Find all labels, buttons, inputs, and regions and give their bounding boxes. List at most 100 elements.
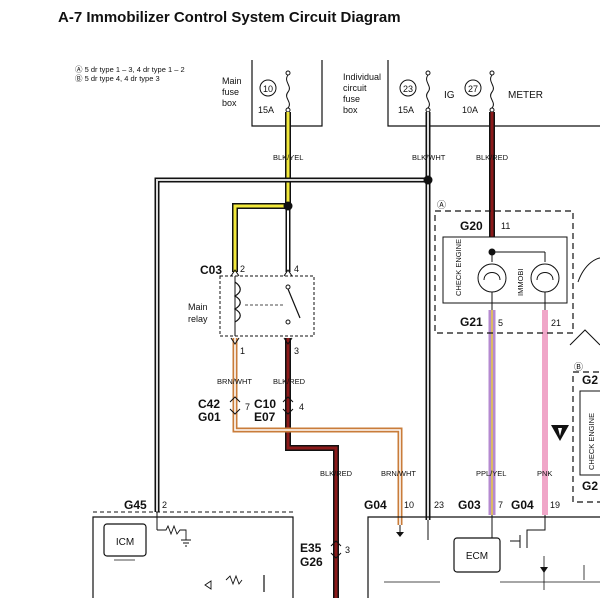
individual-fuse-box-label-2: circuit (343, 83, 367, 93)
relay-switch-icon (287, 288, 301, 319)
wire-yellow-branch (232, 203, 288, 272)
main-relay (219, 275, 315, 337)
wire-blk-red-relay (285, 338, 339, 598)
wire-label-blk-yel: BLK/YEL (273, 153, 303, 162)
connector-g20: G20 (460, 219, 483, 233)
connector-e35: E35 (300, 541, 322, 555)
resistor-icon (225, 574, 243, 586)
connector-g2-bottom: G2 (582, 479, 598, 493)
check-engine-label-right: CHECK ENGINE (587, 413, 596, 470)
warning-triangle-mark (558, 428, 562, 436)
main-fuse-box-label-3: box (222, 98, 237, 108)
pin-23: 23 (434, 500, 444, 510)
individual-fuse-box-label-3: fuse (343, 94, 360, 104)
icm-label: ICM (116, 537, 134, 548)
connector-g01: G01 (198, 410, 221, 424)
transistor-icon (526, 515, 546, 548)
g20-pin: 11 (501, 221, 510, 231)
connector-g2-top: G2 (582, 373, 598, 387)
fuse-terminal-icon (489, 70, 495, 76)
fuse-23-name: IG (444, 90, 455, 101)
wire-label-blk-wht: BLK/WHT (412, 153, 446, 162)
g04-left-pin: 10 (404, 500, 414, 510)
ecm-module (367, 515, 600, 598)
wire-blk-wht-bus (154, 177, 430, 512)
diode-icon (396, 532, 404, 537)
main-fuse-rating: 15A (258, 105, 274, 115)
g03-pin: 7 (498, 500, 503, 510)
connector-arrow-icon (283, 269, 293, 277)
connector-c42: C42 (198, 397, 220, 411)
fuse-icon (426, 74, 430, 109)
fuse-23-number: 23 (403, 84, 413, 94)
wire-brn-wht (232, 338, 403, 525)
g21-pin-left: 5 (498, 318, 503, 328)
wire-label-brn-wht: BRN/WHT (217, 377, 252, 386)
main-fuse-box: Main fuse box 10 15A (222, 60, 323, 127)
wire-label-brn-wht-lower: BRN/WHT (381, 469, 416, 478)
ground-icon (181, 539, 191, 547)
junction-dot (423, 175, 433, 185)
main-relay-label-1: Main (188, 302, 208, 312)
connector-arrow-icon (230, 269, 240, 277)
g04-right-pin: 19 (550, 500, 560, 510)
diagram-title: A-7 Immobilizer Control System Circuit D… (58, 9, 401, 26)
main-fuse-number: 10 (263, 84, 273, 94)
fuse-23-rating: 15A (398, 105, 414, 115)
meter-unit-b (572, 371, 600, 503)
marker-b: Ⓑ (574, 362, 583, 372)
note-a: Ⓐ 5 dr type 1 – 3, 4 dr type 1 – 2 (75, 65, 185, 74)
check-engine-lamp-icon (477, 263, 507, 293)
resistor-icon (157, 524, 187, 540)
inline-connector-icon (282, 396, 294, 415)
individual-fuse-box: Individual circuit fuse box 23 15A IG 27… (343, 60, 600, 127)
inline-connector-icon (229, 396, 241, 415)
connector-c10: C10 (254, 397, 276, 411)
main-fuse-box-label-2: fuse (222, 87, 239, 97)
relay-contact-icon (285, 284, 291, 290)
ecm-label: ECM (466, 551, 488, 562)
fuse-27-number: 27 (468, 84, 478, 94)
icm-chip-icon (103, 523, 147, 557)
connector-c03: C03 (200, 263, 222, 277)
check-engine-label: CHECK ENGINE (454, 239, 463, 296)
fuse-terminal-icon (489, 107, 495, 113)
c42-pin: 7 (245, 402, 250, 412)
wire-label-blk-red-top: BLK/RED (476, 153, 509, 162)
relay-coil-icon (233, 281, 241, 323)
relay-pin-1: 1 (240, 346, 245, 356)
note-b: Ⓑ 5 dr type 4, 4 dr type 3 (75, 74, 160, 83)
fuse-terminal-icon (285, 107, 291, 113)
connector-e07: E07 (254, 410, 276, 424)
g45-pin: 2 (162, 500, 167, 510)
wire-label-blk-red-relay: BLK/RED (273, 377, 306, 386)
fuse-terminal-icon (425, 107, 431, 113)
fuse-27-rating: 10A (462, 105, 478, 115)
c03-pin-right: 4 (294, 264, 299, 274)
gauge-icon (577, 257, 600, 283)
main-fuse-box-label-1: Main (222, 76, 242, 86)
connector-g45: G45 (124, 498, 147, 512)
fuse-terminal-icon (425, 70, 431, 76)
c10-pin: 4 (299, 402, 304, 412)
wire-label-ppl-yel: PPL/YEL (476, 469, 506, 478)
fuse-icon (490, 74, 494, 109)
relay-contact-icon (285, 319, 291, 325)
meter-unit (434, 210, 574, 334)
g21-pin-right: 21 (551, 318, 561, 328)
connector-g26: G26 (300, 555, 323, 569)
fuse-terminal-icon (285, 70, 291, 76)
relay-pin-3: 3 (294, 346, 299, 356)
connector-g21: G21 (460, 315, 483, 329)
individual-fuse-box-label-1: Individual (343, 72, 381, 82)
e35-pin: 3 (345, 545, 350, 555)
diode-icon (204, 580, 212, 590)
arrow-icon (569, 329, 600, 346)
main-relay-label-2: relay (188, 314, 208, 324)
wire-label-blk-red-lower: BLK/RED (320, 469, 353, 478)
connector-arrow-icon (283, 337, 293, 345)
connector-g04-right: G04 (511, 498, 534, 512)
wire-label-pnk: PNK (537, 469, 552, 478)
connector-g03: G03 (458, 498, 481, 512)
